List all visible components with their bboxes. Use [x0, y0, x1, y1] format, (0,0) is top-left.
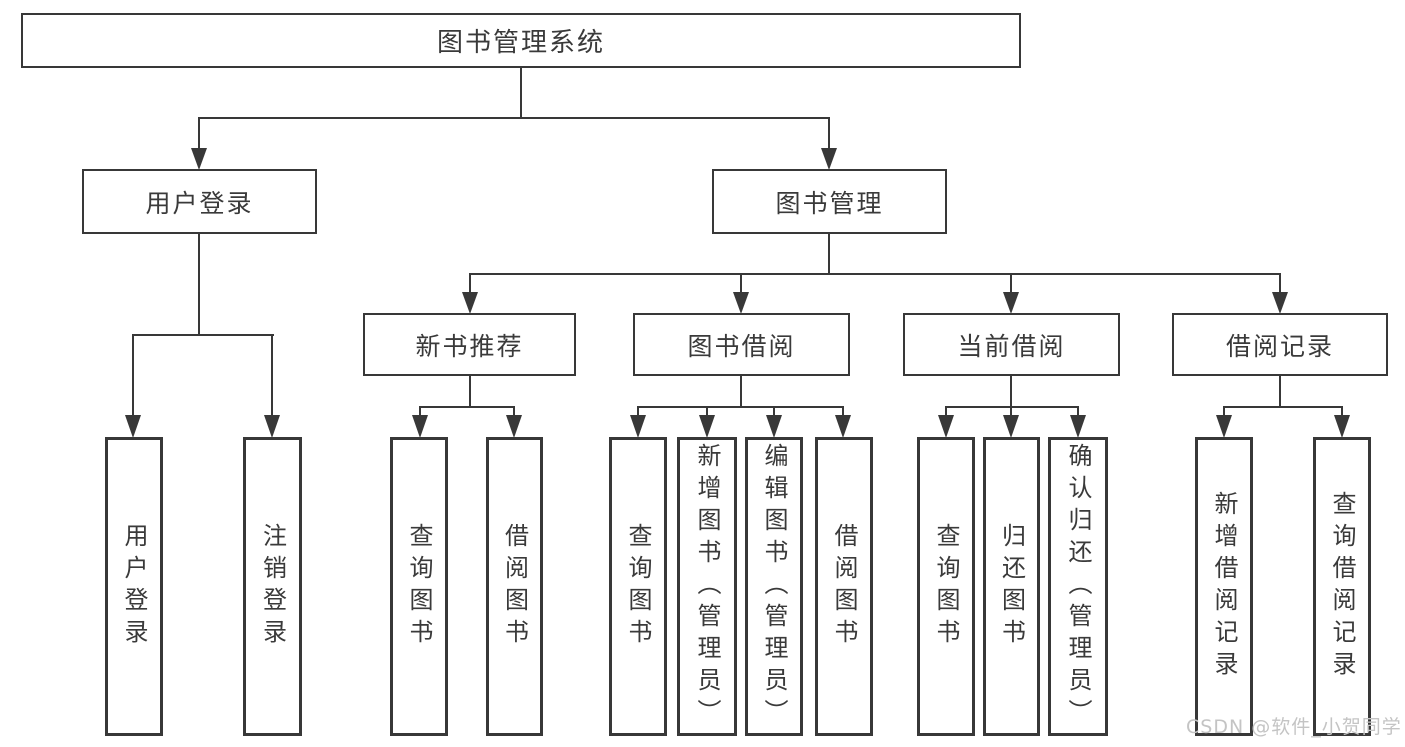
- connector-root-to-level2: [191, 68, 837, 170]
- connector-book-borrow-children: [630, 375, 851, 438]
- leaf-query-borrow-record: 查询借阅记录: [1313, 437, 1371, 736]
- node-current-borrow: 当前借阅: [903, 313, 1120, 376]
- node-new-book-recommend: 新书推荐: [363, 313, 576, 376]
- connector-new-book-recommend-children: [412, 375, 522, 438]
- leaf-confirm-return-admin: 确认归还（管理员）: [1048, 437, 1108, 736]
- connector-current-borrow-children: [938, 375, 1086, 438]
- leaf-borrow-book: 借阅图书: [815, 437, 873, 736]
- leaf-return-book: 归还图书: [983, 437, 1040, 736]
- connector-borrow-record-children: [1216, 375, 1350, 438]
- leaf-edit-book-admin: 编辑图书（管理员）: [745, 437, 803, 736]
- leaf-query-book-current: 查询图书: [917, 437, 975, 736]
- node-book-management: 图书管理: [712, 169, 947, 234]
- leaf-query-book-recommend: 查询图书: [390, 437, 448, 736]
- leaf-add-book-admin: 新增图书（管理员）: [677, 437, 737, 736]
- node-book-borrow: 图书借阅: [633, 313, 850, 376]
- node-user-login: 用户登录: [82, 169, 317, 234]
- leaf-user-login: 用户登录: [105, 437, 163, 736]
- watermark: CSDN @软件_小贺同学: [1186, 716, 1402, 738]
- node-borrow-record: 借阅记录: [1172, 313, 1388, 376]
- leaf-add-borrow-record: 新增借阅记录: [1195, 437, 1253, 736]
- connector-book-management-children: [462, 234, 1288, 314]
- connector-user-login-children: [125, 234, 280, 438]
- leaf-query-book-borrow: 查询图书: [609, 437, 667, 736]
- leaf-logout: 注销登录: [243, 437, 302, 736]
- root-node-library-management-system: 图书管理系统: [21, 13, 1021, 68]
- leaf-borrow-book-recommend: 借阅图书: [486, 437, 543, 736]
